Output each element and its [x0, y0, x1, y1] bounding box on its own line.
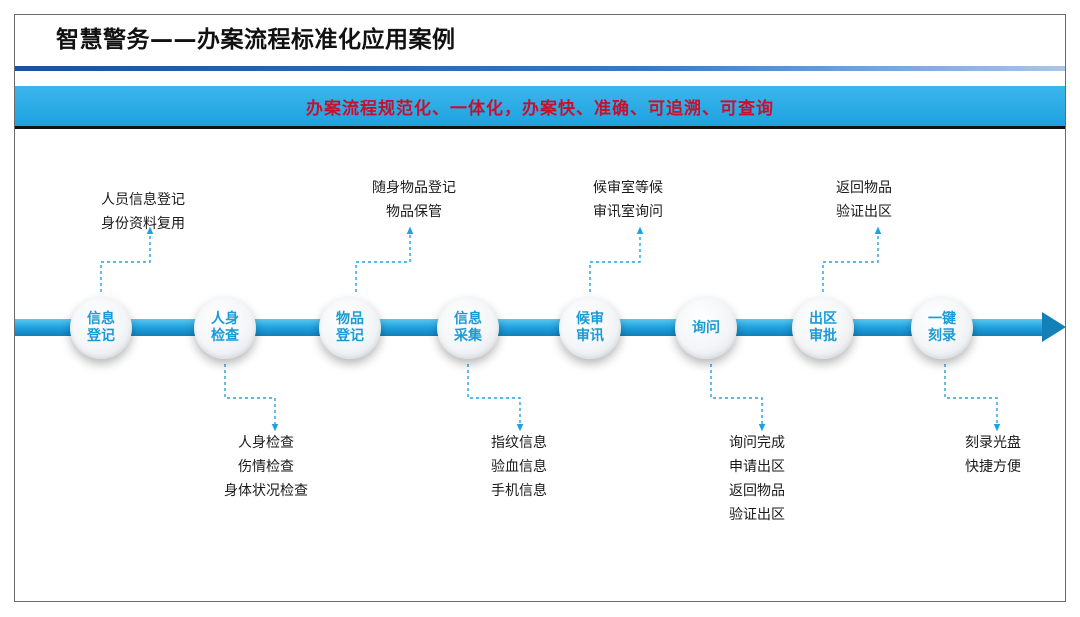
step-node-label: 出区审批	[809, 311, 837, 344]
step-node: 信息采集	[437, 297, 499, 359]
step-detail-line: 返回物品	[729, 483, 785, 499]
step-detail-line: 指纹信息	[491, 435, 547, 451]
connectors	[100, 226, 1001, 432]
step-node: 信息登记	[70, 297, 132, 359]
step-detail-line: 伤情检查	[238, 459, 294, 475]
step-node: 人身检查	[194, 297, 256, 359]
step-connector	[944, 364, 1001, 432]
step-connector	[710, 364, 766, 432]
step-detail-line: 人员信息登记	[101, 192, 185, 208]
step-detail-line: 人身检查	[238, 435, 294, 451]
step-node: 出区审批	[792, 297, 854, 359]
step-connector	[355, 226, 414, 292]
title-divider	[15, 66, 1065, 71]
step-detail-line: 手机信息	[491, 483, 547, 499]
step-node-label: 物品登记	[336, 311, 364, 344]
step-node-label: 信息登记	[87, 311, 115, 344]
step-detail-line: 验血信息	[491, 459, 547, 475]
step-node-label: 信息采集	[454, 311, 482, 344]
step-detail: 人身检查伤情检查身体状况检查	[224, 431, 308, 503]
step-detail: 指纹信息验血信息手机信息	[491, 431, 547, 503]
step-detail-line: 刻录光盘	[965, 435, 1021, 451]
step-detail-line: 返回物品	[836, 180, 892, 196]
step-connector	[100, 226, 154, 292]
step-detail-line: 验证出区	[836, 204, 892, 220]
step-node-label: 候审审讯	[576, 311, 604, 344]
step-detail-line: 询问完成	[729, 435, 785, 451]
step-detail: 刻录光盘快捷方便	[965, 431, 1021, 479]
step-detail-line: 候审室等候	[593, 180, 663, 196]
step-detail: 随身物品登记物品保管	[372, 176, 456, 224]
step-detail-line: 物品保管	[386, 204, 442, 220]
step-detail-line: 申请出区	[729, 459, 785, 475]
step-node-label: 询问	[692, 319, 720, 336]
step-detail-line: 身体状况检查	[224, 483, 308, 499]
banner: 办案流程规范化、一体化，办案快、准确、可追溯、可查询	[15, 86, 1065, 129]
page-title: 智慧警务——办案流程标准化应用案例	[56, 27, 456, 53]
step-detail-line: 身份资料复用	[101, 216, 185, 232]
step-detail: 候审室等候审讯室询问	[593, 176, 663, 224]
timeline-arrowhead	[1042, 312, 1066, 342]
step-node: 物品登记	[319, 297, 381, 359]
step-node: 询问	[675, 297, 737, 359]
timeline-bar	[15, 319, 1045, 336]
step-detail-line: 验证出区	[729, 507, 785, 523]
step-connector	[822, 226, 882, 292]
step-node: 候审审讯	[559, 297, 621, 359]
step-node-label: 人身检查	[211, 311, 239, 344]
step-connector	[224, 364, 279, 432]
step-detail: 人员信息登记身份资料复用	[101, 188, 185, 236]
step-detail-line: 审讯室询问	[593, 204, 663, 220]
step-detail: 返回物品验证出区	[836, 176, 892, 224]
step-connector	[589, 226, 644, 292]
banner-text: 办案流程规范化、一体化，办案快、准确、可追溯、可查询	[306, 98, 774, 119]
step-node-label: 一键刻录	[928, 311, 956, 344]
step-detail-line: 快捷方便	[965, 459, 1021, 475]
step-node: 一键刻录	[911, 297, 973, 359]
step-detail: 询问完成申请出区返回物品验证出区	[729, 431, 785, 527]
step-detail-line: 随身物品登记	[372, 180, 456, 196]
step-connector	[467, 364, 524, 432]
